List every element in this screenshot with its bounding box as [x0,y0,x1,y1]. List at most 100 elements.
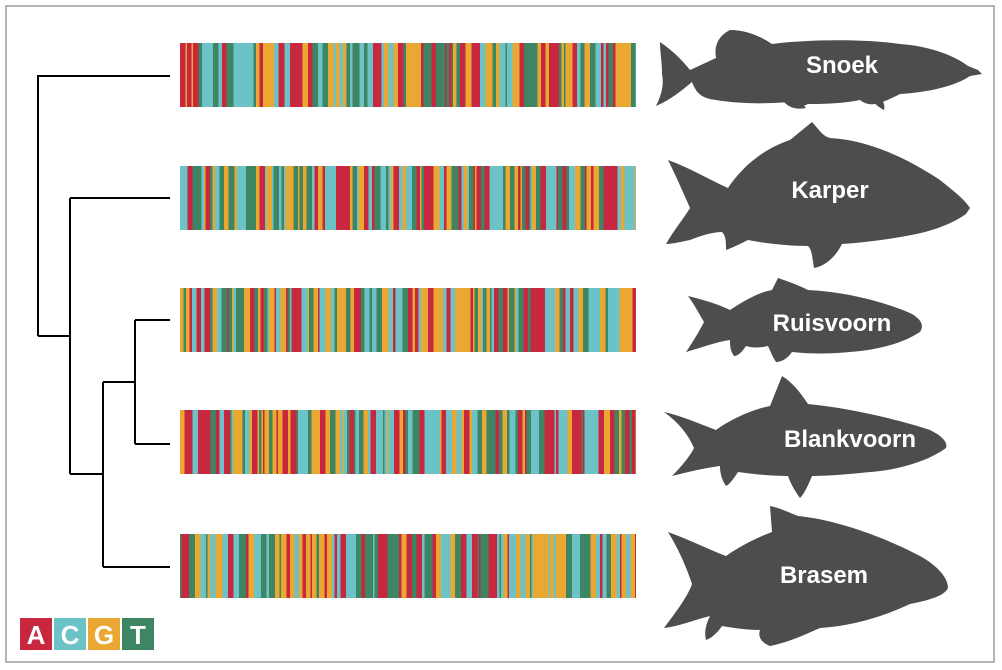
barcode-stripe [614,410,619,474]
barcode-stripe [591,410,595,474]
barcode-stripe [449,43,452,107]
barcode-stripe [384,534,388,598]
barcode-stripe [290,43,293,107]
barcode-stripe [216,410,220,474]
barcode-stripe [543,534,549,598]
barcode-stripe [503,166,506,230]
barcode-stripe [337,534,341,598]
barcode-stripe [450,288,455,352]
barcode-stripe [189,534,192,598]
barcode-stripe [394,410,400,474]
barcode-stripe [424,166,426,230]
barcode-stripe [608,288,613,352]
barcode-stripe [430,410,436,474]
barcode-stripe [299,166,303,230]
barcode-stripe [226,410,230,474]
barcode-stripe [241,410,243,474]
barcode-stripe [334,288,337,352]
barcode-stripe [234,166,237,230]
barcode-stripe [594,288,597,352]
barcode-stripe [393,166,399,230]
barcode-stripe [489,166,493,230]
barcode-stripe [303,166,307,230]
barcode-stripe [565,43,568,107]
barcode-stripe [233,534,239,598]
barcode-stripe [384,410,387,474]
barcode-stripe [502,410,507,474]
barcode-stripe [275,534,280,598]
barcode-stripe [219,410,224,474]
barcode-stripe [408,410,413,474]
barcode-stripe [233,410,236,474]
barcode-stripe [530,534,532,598]
barcode-stripe [420,166,422,230]
barcode-stripe [302,410,308,474]
barcode-stripe [412,288,415,352]
barcode-stripe [584,534,588,598]
barcode-stripe [593,166,599,230]
barcode-stripe [330,534,332,598]
barcode-stripe [422,288,428,352]
barcode-stripe [473,166,475,230]
barcode-stripe [512,410,516,474]
barcode-stripe [466,534,472,598]
barcode-stripe [528,288,531,352]
barcode-stripe [422,410,425,474]
species-label-ruisvoorn: Ruisvoorn [773,310,892,337]
barcode-stripe [457,534,461,598]
barcode-stripe [563,288,566,352]
barcode-stripe [202,43,208,107]
barcode-stripe [322,43,328,107]
barcode-stripe [286,288,288,352]
barcode-stripe [403,410,406,474]
barcode-blankvoorn [180,410,636,474]
barcode-stripe [261,410,263,474]
barcode-stripe [207,534,210,598]
barcode-stripe [575,534,580,598]
barcode-stripe [608,166,610,230]
barcode-stripe [322,166,325,230]
barcode-stripe [602,534,604,598]
barcode-stripe [374,534,378,598]
barcode-stripe [379,166,381,230]
legend-item-c: C [54,618,86,650]
barcode-stripe [385,288,389,352]
barcode-stripe [344,166,349,230]
barcode-stripe [513,534,516,598]
barcode-stripe [398,43,404,107]
barcode-stripe [263,43,269,107]
barcode-stripe [572,166,575,230]
barcode-stripe [312,43,318,107]
barcode-stripe [569,534,572,598]
barcode-stripe [318,43,323,107]
barcode-stripe [292,43,298,107]
barcode-stripe [395,288,399,352]
barcode-stripe [266,534,269,598]
legend-letter-a: A [27,620,46,650]
barcode-stripe [387,534,392,598]
barcode-stripe [330,410,336,474]
barcode-stripe [455,534,458,598]
barcode-stripe [428,534,433,598]
barcode-stripe [309,288,314,352]
barcode-stripe [473,43,478,107]
barcode-stripe [340,534,346,598]
barcode-stripe [368,166,372,230]
barcode-stripe [530,166,532,230]
barcode-stripe [492,43,496,107]
barcode-stripe [524,534,526,598]
barcode-stripe [399,166,403,230]
barcode-stripe [604,534,607,598]
barcode-stripe [338,166,344,230]
barcode-stripe [581,410,583,474]
species-label-blankvoorn: Blankvoorn [784,426,916,453]
barcode-stripe [260,288,264,352]
barcode-stripe [428,288,434,352]
barcode-stripe [415,288,419,352]
barcode-stripe [577,288,579,352]
barcode-stripe [276,410,278,474]
barcode-stripe [621,410,625,474]
barcode-stripe [363,410,368,474]
barcode-stripe [505,166,510,230]
barcode-stripe [204,288,210,352]
